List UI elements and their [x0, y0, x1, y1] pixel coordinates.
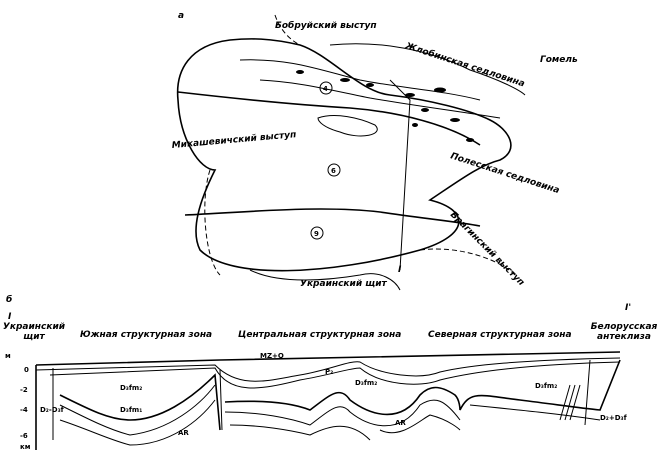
- surface-line: [35, 351, 621, 366]
- zone-marker-circle: [327, 163, 341, 177]
- zone-marker-4: 4: [323, 85, 328, 93]
- section-panel-label: б: [6, 294, 12, 305]
- d2-base: [59, 384, 601, 436]
- axis-unit-top: м: [5, 352, 11, 360]
- axis-tick: -2: [20, 386, 28, 394]
- unit-d3fm: D₃fm₂: [120, 384, 142, 392]
- section-start-label: I: [8, 312, 12, 322]
- unit-ar: AR: [178, 429, 189, 437]
- mz-base: [35, 357, 621, 382]
- unit-mz-q: MZ+Q: [260, 352, 284, 360]
- unit-ar: AR: [395, 419, 406, 427]
- fault-lines: [52, 359, 591, 440]
- zone-boundary-north: [177, 91, 481, 146]
- section-end-label: I': [625, 303, 631, 313]
- map-panel-label: а: [178, 11, 184, 21]
- zone-marker-circle: [310, 226, 324, 240]
- unit-d3fm: D₃fm₂: [535, 382, 557, 390]
- zone-marker-9: 9: [314, 230, 319, 238]
- label-ukrainian-shield: Украинский щит: [300, 279, 388, 289]
- ar-top: [59, 399, 461, 446]
- unit-d2-d3: D₂+D₃f: [600, 414, 628, 422]
- oil-field-markers: [296, 70, 474, 142]
- axis-unit-bottom: км: [20, 443, 31, 451]
- profile-line: [389, 79, 411, 271]
- label-bobruisk: Бобруйский выступ: [275, 20, 377, 31]
- label-mikashevichi: Микашевичский выступ: [171, 130, 296, 151]
- fault-line-1: [239, 59, 481, 101]
- cross-section: б I I' м 0 -2 -4 -6 км MZ+Q AR AR P₂ D₃f…: [5, 294, 631, 451]
- zone-central: Центральная структурная зона: [238, 330, 402, 340]
- structural-map: а 4 6 9 Бобруйский выступ Жлобинская сед…: [171, 11, 578, 291]
- bobruisk-boundary: [274, 14, 301, 46]
- unit-d2-d3: D₂-D₃f: [40, 406, 65, 414]
- zone-ukrainian-shield: Украинский щит: [2, 322, 66, 342]
- label-bragin: Брагинский выступ: [448, 210, 526, 288]
- axis-tick: -6: [20, 432, 28, 440]
- zone-marker-circle: [319, 81, 333, 95]
- axis-tick: -4: [20, 406, 28, 414]
- bragin-boundary: [419, 248, 516, 276]
- zone-north: Северная структурная зона: [428, 330, 572, 340]
- zone-belarus: Белорусская антеклиза: [590, 322, 658, 342]
- unit-d3fm: D₃fm₂: [355, 379, 377, 387]
- label-zhlobin: Жлобинская седловина: [403, 40, 526, 89]
- zone-marker-6: 6: [331, 167, 336, 175]
- unit-d3fm-lower: D₃fm₁: [120, 406, 142, 414]
- label-polesie: Полесская седловина: [449, 151, 560, 196]
- axis-tick: 0: [24, 366, 29, 374]
- mikashevichi-boundary: [204, 169, 221, 276]
- zone-south: Южная структурная зона: [80, 330, 213, 340]
- fault-line-2: [259, 79, 501, 119]
- profile-start-label: I: [398, 265, 402, 275]
- p2-base: [49, 361, 621, 389]
- zone-boundary-south: [184, 208, 481, 227]
- zhlobin-fold: [329, 43, 526, 96]
- shield-outline: [249, 269, 401, 291]
- label-gomel: Гомель: [540, 55, 578, 65]
- salt-body: [317, 115, 378, 137]
- d3fm-base: [59, 359, 621, 431]
- basin-outline: [176, 38, 512, 272]
- unit-p2: P₂: [325, 368, 333, 376]
